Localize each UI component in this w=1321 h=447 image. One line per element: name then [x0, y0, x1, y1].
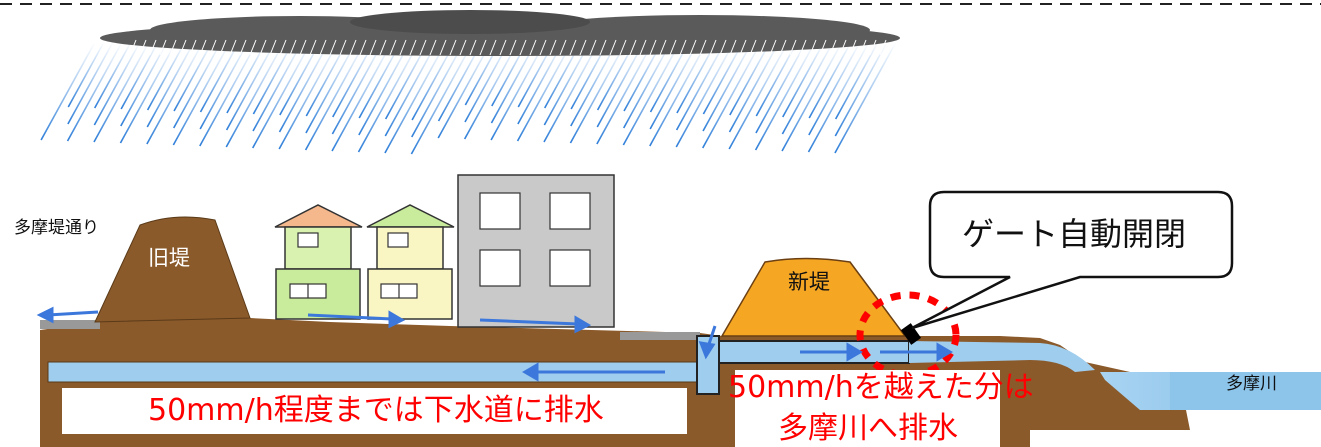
- rain-cloud: [100, 10, 900, 56]
- apartment-building: [457, 174, 615, 328]
- flow-arrows: [36, 306, 953, 382]
- old-levee-label: 旧堤: [148, 246, 190, 270]
- tama-river-label: 多摩川: [1226, 374, 1277, 394]
- new-levee: [720, 257, 907, 337]
- overflow-label-box: [735, 370, 1000, 447]
- callout-bubble: [911, 190, 1234, 330]
- gate-flap: [900, 323, 922, 345]
- pavement-left: [40, 320, 100, 329]
- rain-streaks: [40, 41, 897, 155]
- cloud-rain-hatching: [129, 39, 887, 56]
- river-body: [1170, 372, 1321, 410]
- overflow-text-line2: 多摩川へ排水: [778, 411, 958, 446]
- sewer-label-box: [62, 388, 687, 434]
- old-levee: [94, 216, 251, 323]
- new-levee-label: 新堤: [788, 270, 830, 294]
- overflow-text-line1: 50mm/hを越えた分は: [728, 370, 1034, 405]
- outfall-stream: [909, 341, 1095, 372]
- house-2: [366, 204, 455, 320]
- gate-callout-text: ゲート自動開閉: [962, 215, 1187, 253]
- sewer-drain-text: 50mm/h程度までは下水道に排水: [148, 393, 604, 428]
- gate-highlight-circle: [856, 291, 960, 379]
- tama-levee-road-label: 多摩堤通り: [14, 218, 99, 238]
- house-1: [274, 204, 363, 320]
- pavement-mid: [620, 332, 700, 340]
